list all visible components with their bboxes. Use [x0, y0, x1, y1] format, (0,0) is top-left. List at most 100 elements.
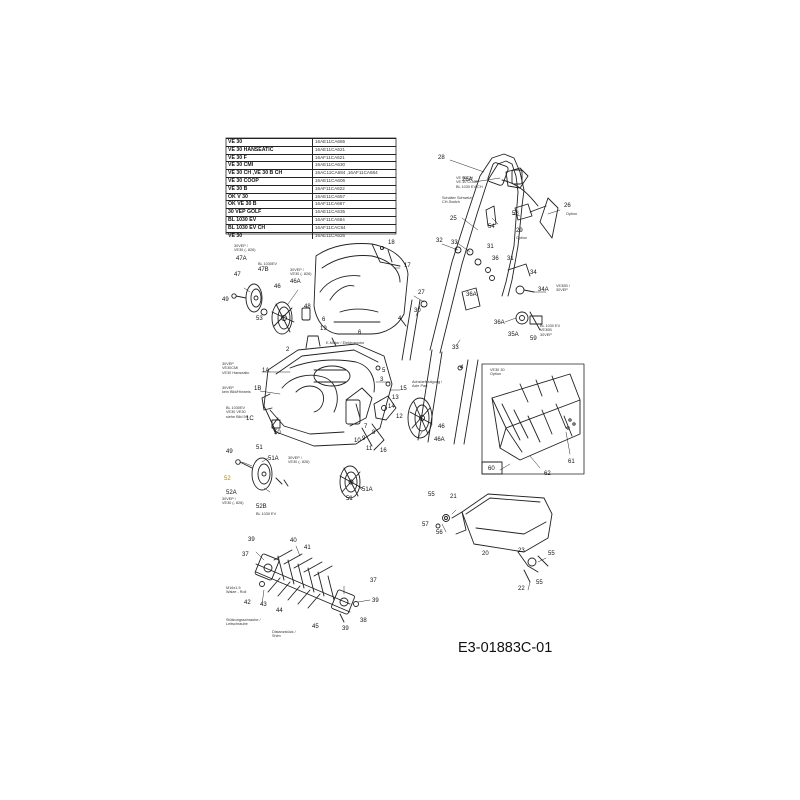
part-label-51: 51 [256, 445, 263, 451]
model-code: 16AF11CA687 [312, 200, 396, 209]
part-label-48: 48 [304, 304, 311, 310]
part-label-19: 19 [320, 326, 327, 332]
note-switch-ch: Schalter Schweiz/ CH-Switch [442, 196, 473, 205]
note-1c: BL 1030EV VE30 VE30 siehe Bild 59 [226, 406, 248, 419]
part-label-1a: 1A [262, 368, 270, 374]
part-label-15: 15 [400, 386, 407, 392]
note-walze: M16x1.5 Walze - Roll [226, 586, 247, 595]
note-52b: BL 1030 EV [256, 512, 277, 516]
part-label-39: 39 [248, 537, 255, 543]
part-label-33: 33 [451, 240, 458, 246]
part-label-51a-lower: 51A [362, 487, 373, 493]
part-label-56: 56 [436, 530, 443, 536]
part-label-46a-right: 46A [434, 437, 445, 443]
note-ve30b-30vep: VE30B / 30VEP [556, 284, 570, 293]
part-label-33b: 33 [452, 345, 459, 351]
part-label-46-right: 46 [438, 424, 445, 430]
model-name: VE 30 F [226, 153, 313, 162]
part-label-10: 10 [354, 438, 361, 444]
part-label-47: 47 [234, 272, 241, 278]
part-label-32: 32 [436, 238, 443, 244]
part-label-37b: 37 [370, 578, 377, 584]
note-51a: 30VEP / VE30 (- 826) [288, 456, 310, 465]
part-label-42: 42 [244, 600, 251, 606]
part-label-4b: 4 [460, 365, 464, 371]
rear-wheel-lower [235, 457, 363, 499]
part-label-5: 5 [382, 368, 386, 374]
part-label-51a: 51A [268, 456, 279, 462]
note-52a: 30VEP / VE30 (- 826) [222, 497, 244, 506]
part-label-57: 57 [422, 522, 429, 528]
part-label-26a: 26A [462, 177, 473, 183]
part-label-20: 20 [482, 551, 489, 557]
part-label-27: 27 [418, 290, 425, 296]
part-label-2: 2 [286, 347, 290, 353]
part-label-38: 38 [360, 618, 367, 624]
part-label-54: 54 [488, 224, 495, 230]
part-label-55c: 55 [536, 580, 543, 586]
part-label-18: 18 [388, 240, 395, 246]
part-label-17: 17 [404, 263, 411, 269]
part-label-36a-b: 36A [494, 320, 505, 326]
part-label-53: 53 [256, 316, 263, 322]
model-name: VE 30 [226, 138, 313, 147]
part-label-50: 50 [274, 430, 281, 436]
part-label-9: 9 [362, 436, 366, 442]
part-label-11: 11 [366, 446, 373, 452]
part-label-6a: 6 [322, 317, 326, 323]
note-ve30ch: VE 30 CH VE 30 COOP BL 1030 EV CH [456, 176, 483, 189]
grass-bag [481, 363, 585, 475]
part-label-31a: 31 [487, 244, 494, 250]
tine-roller [254, 549, 359, 623]
part-label-34: 34 [530, 270, 537, 276]
part-label-37: 37 [242, 552, 249, 558]
part-label-55a: 55 [428, 492, 435, 498]
note-motor: E-Motor / Elektromotor [326, 341, 365, 345]
note-1a: 30VEP VE30CMI VE30 Hanseatic [222, 362, 250, 375]
model-name: VE 30 HANSEATIC [226, 145, 313, 155]
model-name: VE 30 COOP [226, 176, 313, 186]
model-code: 16AE11CA686 [312, 138, 396, 147]
rear-wheel-assembly [231, 283, 311, 335]
note-47a: 30VEP / VE30 (- 826) [234, 244, 256, 253]
front-wheel-right [407, 397, 433, 439]
part-label-29: 29 [516, 228, 523, 234]
model-name: BL 1030 EV CH [226, 223, 313, 233]
part-label-44: 44 [276, 608, 283, 614]
model-code: 16AE11CA621 [312, 145, 396, 155]
model-code: 16AE11CA635 [312, 208, 396, 217]
motor-housing [261, 335, 397, 451]
part-label-40: 40 [290, 538, 297, 544]
part-label-30: 30 [414, 308, 421, 314]
part-label-36a: 36A [466, 292, 477, 298]
part-label-3: 3 [380, 377, 384, 383]
part-label-21: 21 [450, 494, 457, 500]
part-label-49b: 49 [226, 449, 233, 455]
part-label-6b: 6 [358, 330, 362, 336]
handle-assembly [399, 153, 559, 445]
model-code: 16AF11CAC84 [312, 223, 396, 233]
part-label-41: 41 [304, 545, 311, 551]
part-label-26: 26 [564, 203, 571, 209]
model-name: VE 30 CMI [226, 161, 313, 170]
part-label-12: 12 [396, 414, 403, 420]
part-label-60: 60 [488, 466, 495, 472]
part-label-52b: 52B [256, 504, 267, 510]
part-label-47b: 47B [258, 267, 269, 273]
note-ve30-option: VE30 30 Option [490, 368, 505, 377]
diagram-code: E3-01883C-01 [458, 640, 553, 656]
part-label-31b: 31 [507, 256, 514, 262]
part-label-36: 36 [492, 256, 499, 262]
note-option-26: Option [566, 212, 578, 216]
